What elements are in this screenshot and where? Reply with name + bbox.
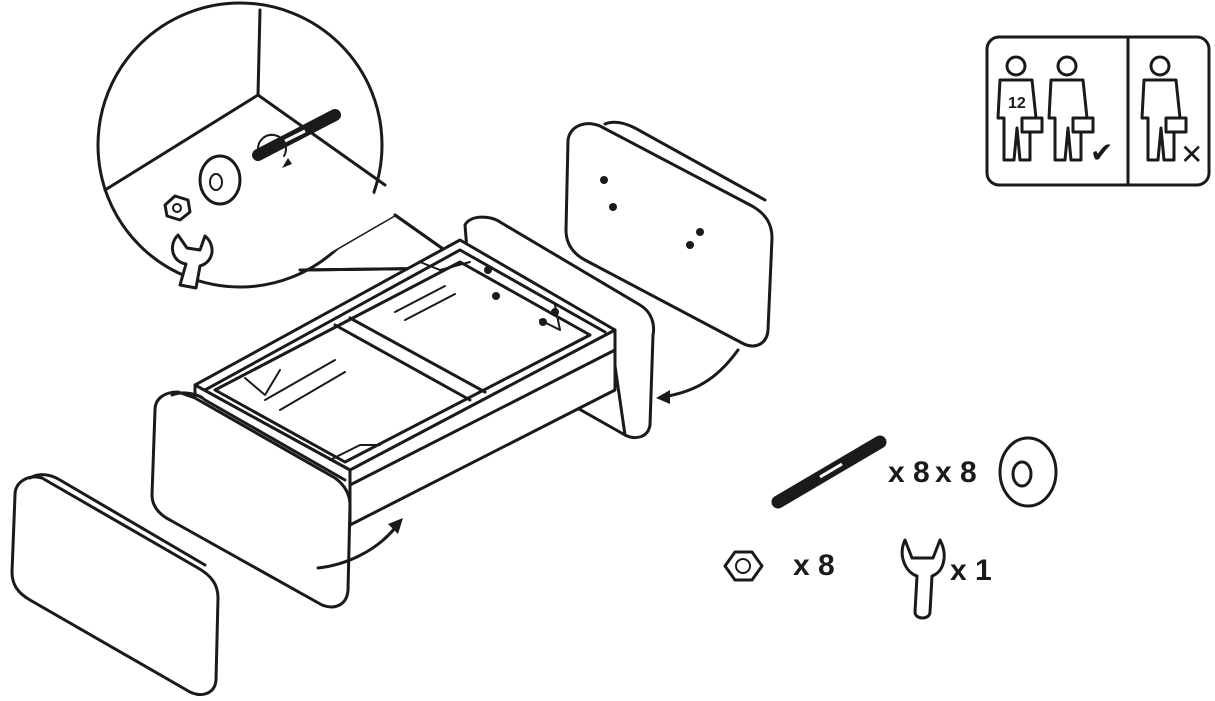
- frame-inner-opening: [213, 260, 592, 464]
- right-side-panel: [564, 122, 774, 348]
- panel-screws: [600, 176, 704, 249]
- callout-nut-icon: [163, 194, 192, 222]
- attach-arrow-left: [316, 518, 403, 570]
- washer-icon: [998, 436, 1058, 508]
- bolt-icon: [771, 435, 887, 509]
- left-armrest-front: [150, 390, 352, 609]
- frame-screws: [484, 266, 559, 326]
- wrench-icon: [900, 538, 946, 620]
- frame-crossbar: [333, 316, 487, 402]
- nut-quantity: x 8: [793, 549, 835, 582]
- check-mark-icon: ✔: [1090, 137, 1113, 168]
- sofa-frame: [10, 120, 774, 696]
- person-icon: [1140, 55, 1188, 162]
- person-icon: [996, 55, 1044, 162]
- nut-icon: [723, 550, 764, 582]
- hardware-list: x 8 x 8 x 8 x 1: [723, 435, 1058, 620]
- person-count-label: 12: [1008, 95, 1026, 112]
- callout-wall-corner: [103, 8, 387, 192]
- wrench-quantity: x 1: [950, 554, 992, 587]
- bolt-quantity: x 8: [888, 456, 930, 489]
- people-required-panel: 12 ✔ ✕: [985, 35, 1211, 187]
- callout-bolt-icon: [252, 109, 341, 168]
- attach-arrow-right: [656, 348, 740, 404]
- callout-washer-icon: [198, 154, 242, 206]
- detail-callout: [96, 1, 472, 290]
- person-icon: [1047, 55, 1095, 162]
- washer-quantity: x 8: [935, 456, 977, 489]
- cross-mark-icon: ✕: [1180, 139, 1203, 170]
- callout-wrench-icon: [170, 233, 214, 290]
